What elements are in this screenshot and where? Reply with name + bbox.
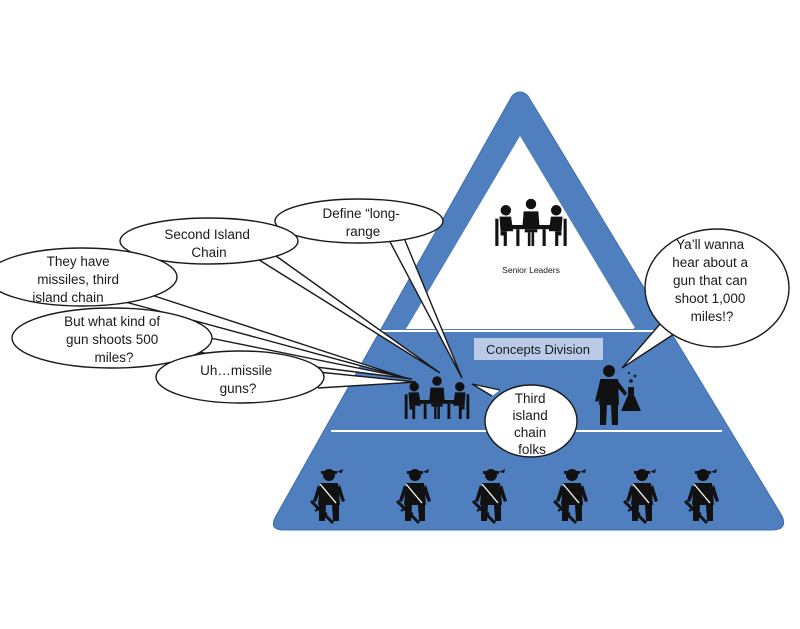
bubble-tail [471,383,501,397]
speech-bubbles: Define “long- range Second Island Chain … [0,198,790,458]
bubble-tail [621,323,675,369]
bubble-text: Define “long- range [322,206,403,239]
bubble-tail [387,237,463,379]
bubble-tail [317,371,417,389]
speech-bubble-third-island-chain: They have missiles, third island chain [0,247,407,379]
speech-bubble-gun-500-miles: But what kind of gun shoots 500 miles? [11,307,413,380]
concepts-division-label: Concepts Division [486,342,590,357]
speech-bubble-gun-1000-miles: Ya’ll wanna hear about a gun that can sh… [621,228,790,369]
bubble-text: But what kind of gun shoots 500 miles? [64,314,164,365]
bubble-text: Second Island Chain [164,227,253,260]
bubble-text: Uh…missile guns? [200,363,276,396]
speech-bubble-third-island-chain-folks: Third island chain folks [471,383,578,458]
bubble-text: Third island chain folks [512,391,551,457]
concepts-division-label-bg [474,338,603,360]
speech-bubble-second-island-chain: Second Island Chain [119,217,441,374]
speech-bubble-missile-guns: Uh…missile guns? [155,350,417,404]
top-tier-snow [406,136,635,329]
senior-leaders-label: Senior Leaders [502,265,560,275]
bubble-tail [255,255,441,374]
speech-bubble-define-long-range: Define “long- range [274,198,463,379]
bubble-text: Ya’ll wanna hear about a gun that can sh… [672,237,752,324]
bubble-text: They have missiles, third island chain [32,254,122,305]
